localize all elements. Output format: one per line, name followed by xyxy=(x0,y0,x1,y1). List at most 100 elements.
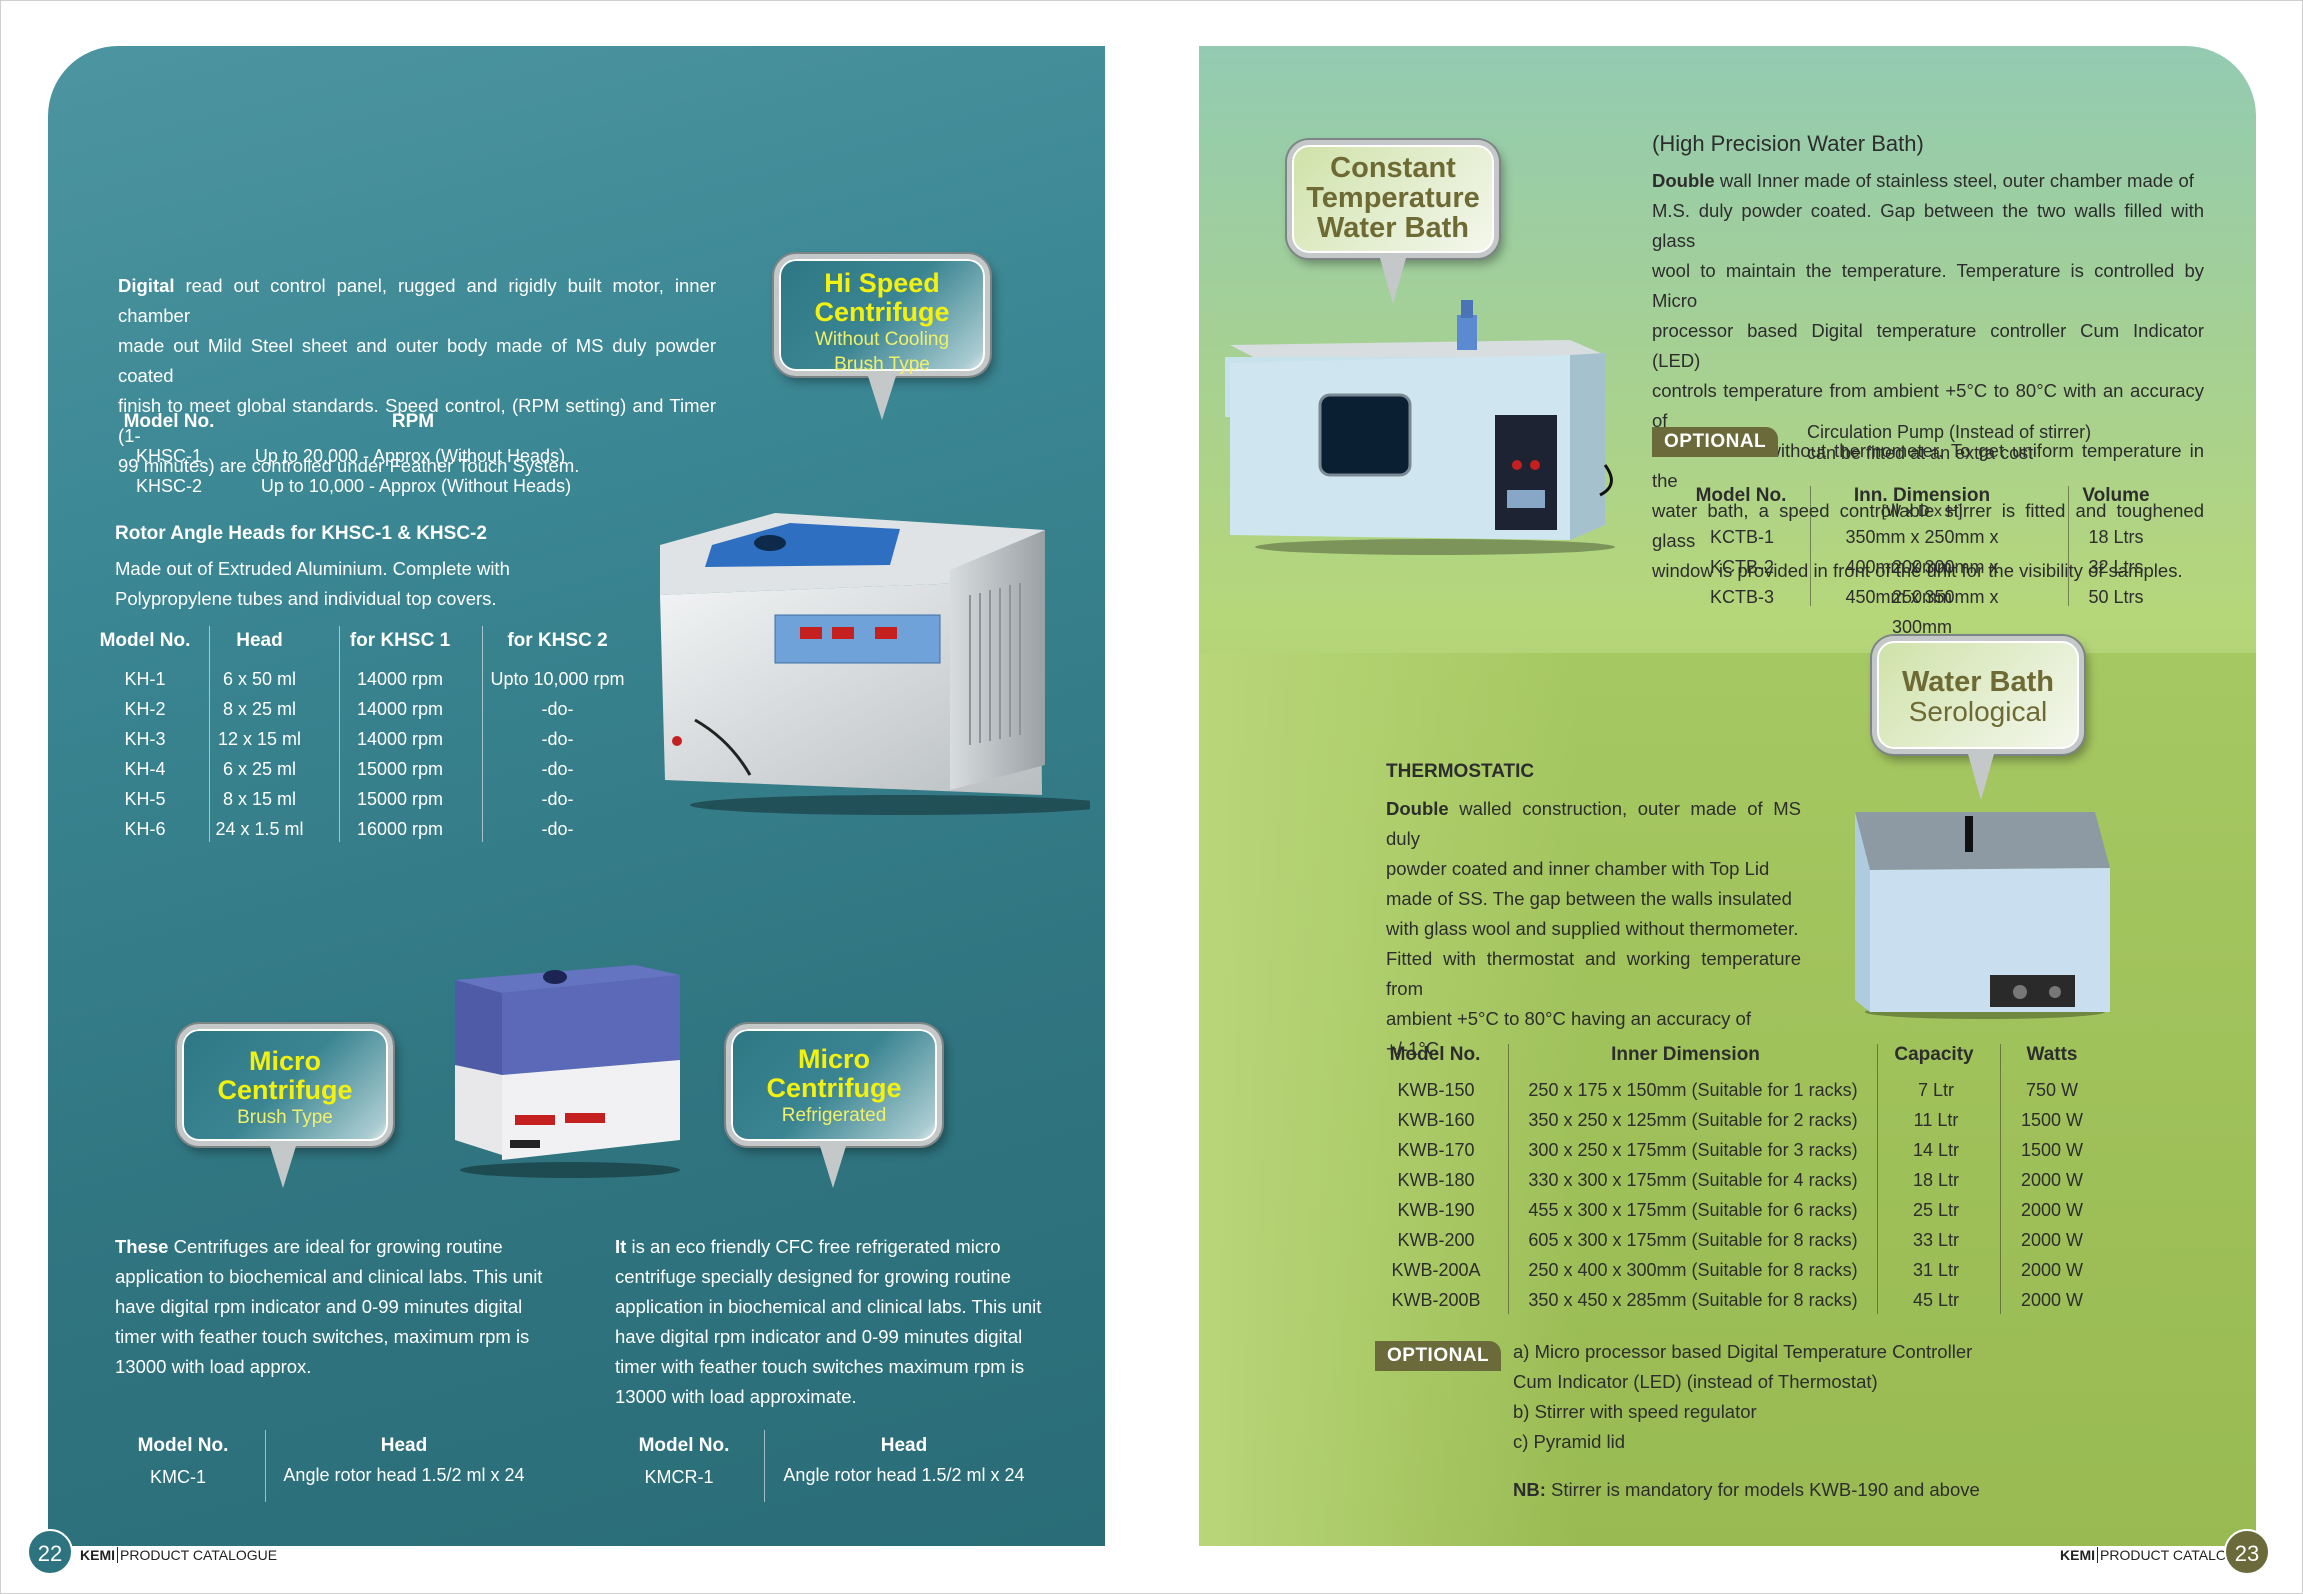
bubble-tail xyxy=(868,376,896,420)
table-header: Head xyxy=(880,1435,928,1456)
table-divider xyxy=(2068,486,2069,606)
desc-line: wool to maintain the temperature. Temper… xyxy=(1652,260,2204,311)
serological-description: Double walled construction, outer made o… xyxy=(1386,794,1801,1064)
hi-speed-description: Digital read out control panel, rugged a… xyxy=(118,271,716,481)
table-cell: Up to 10,000 - Approx (Without Heads) xyxy=(260,476,572,496)
hi-speed-centrifuge-bubble: Hi Speed Centrifuge Without Cooling Brus… xyxy=(774,254,990,376)
table-cell: KWB-200A xyxy=(1391,1260,1481,1280)
desc-line: made out Mild Steel sheet and outer body… xyxy=(118,335,716,386)
optional-line: Cum Indicator (LED) (instead of Thermost… xyxy=(1513,1371,1878,1392)
table-cell: KWB-180 xyxy=(1397,1170,1475,1190)
nb-note: NB: Stirrer is mandatory for models KWB-… xyxy=(1513,1475,1980,1505)
desc-line: 99 minutes) are controlled under Feather… xyxy=(118,455,580,476)
table-cell: 2000 W xyxy=(2020,1170,2084,1190)
bubble-subtitle: Brush Type xyxy=(834,354,930,375)
table-cell: KMC-1 xyxy=(149,1467,206,1487)
table-cell: 25 Ltr xyxy=(1912,1200,1960,1220)
bubble-subtitle: Refrigerated xyxy=(781,1105,887,1126)
bubble-title: Water Bath xyxy=(1317,212,1469,244)
desc-line: is an eco friendly CFC free refrigerated… xyxy=(631,1236,1001,1257)
table-cell: 2000 W xyxy=(2020,1290,2084,1310)
desc-line: timer with feather touch switches maximu… xyxy=(615,1356,1025,1377)
table-cell: KWB-170 xyxy=(1397,1140,1475,1160)
table-cell: 11 Ltr xyxy=(1913,1110,1959,1130)
table-cell: KHSC-1 xyxy=(135,446,202,466)
bubble-subtitle: Serological xyxy=(1908,696,2048,727)
table-cell: 16000 rpm xyxy=(356,819,444,839)
table-cell: 7 Ltr xyxy=(1917,1080,1955,1100)
nb-label: NB: xyxy=(1513,1479,1546,1500)
table-cell: KHSC-2 xyxy=(135,476,202,496)
optional-line: b) Stirrer with speed regulator xyxy=(1513,1401,1757,1422)
centrifuge-illustration xyxy=(660,513,1110,815)
desc-line: 13000 with load approximate. xyxy=(615,1386,857,1407)
water-bath-serological-bubble: Water Bath Serological xyxy=(1872,636,2084,754)
desc-line: timer with feather touch switches, maxim… xyxy=(115,1326,530,1347)
desc-line: centrifuge specially designed for growin… xyxy=(615,1266,1011,1287)
table-cell: 45 Ltr xyxy=(1912,1290,1960,1310)
desc-line: application to biochemical and clinical … xyxy=(115,1266,543,1287)
serological-water-bath-image xyxy=(1845,800,2115,1020)
table-cell: 14 Ltr xyxy=(1912,1140,1960,1160)
table-cell: KWB-200B xyxy=(1391,1290,1481,1310)
table-cell: -do- xyxy=(541,759,574,779)
table-cell: 50 Ltrs xyxy=(2088,587,2144,607)
desc-line: finish to meet global standards. Speed c… xyxy=(118,395,716,446)
micro-refrigerated-description: It is an eco friendly CFC free refrigera… xyxy=(615,1232,1047,1412)
table-cell: 605 x 300 x 175mm (Suitable for 8 racks) xyxy=(1528,1230,1858,1250)
table-cell: KH-6 xyxy=(124,819,166,839)
right-lower-highlight xyxy=(1199,653,1579,1546)
rotor-table: Model No. Head for KHSC 1 for KHSC 2 xyxy=(95,626,635,842)
desc-line: walled construction, outer made of MS du… xyxy=(1386,798,1802,849)
table-cell: 32 Ltrs xyxy=(2088,557,2144,577)
table-cell: 2000 W xyxy=(2020,1260,2084,1280)
optional-tag: OPTIONAL xyxy=(1652,427,1779,457)
ctwb-subtitle: (High Precision Water Bath) xyxy=(1652,131,1924,156)
rotor-description: Made out of Extruded Aluminium. Complete… xyxy=(115,554,575,614)
desc-line: controls temperature from ambient +5°C t… xyxy=(1652,380,2204,431)
desc-line: with glass wool and supplied without the… xyxy=(1386,918,1799,939)
desc-line: M.S. duly powder coated. Gap between the… xyxy=(1652,200,2204,251)
table-cell: 8 x 15 ml xyxy=(222,789,297,809)
bubble-tail xyxy=(270,1146,296,1188)
table-cell: KH-5 xyxy=(124,789,166,809)
constant-temperature-water-bath-image xyxy=(1225,295,1620,560)
table-divider xyxy=(482,626,483,842)
table-header: Model No. xyxy=(1695,485,1787,506)
bubble-tail xyxy=(1968,754,1994,800)
table-divider xyxy=(1508,1044,1509,1314)
desc-line: +/-0.5°C and without thermometer. To get… xyxy=(1652,440,2204,491)
desc-line: Polypropylene tubes and individual top c… xyxy=(115,588,497,609)
micro-centrifuge-illustration xyxy=(455,965,680,1178)
table-cell: KCTB-2 xyxy=(1709,557,1774,577)
bubble-tail xyxy=(1380,258,1406,304)
table-cell: 350 x 250 x 125mm (Suitable for 2 racks) xyxy=(1528,1110,1858,1130)
optional-tag: OPTIONAL xyxy=(1375,1341,1502,1371)
table-cell: 14000 rpm xyxy=(356,729,444,749)
rotor-heads-title: Rotor Angle Heads for KHSC-1 & KHSC-2 xyxy=(115,523,487,544)
table-cell: 2000 W xyxy=(2020,1200,2084,1220)
serological-bath-illustration xyxy=(1855,812,2110,1019)
desc-line: powder coated and inner chamber with Top… xyxy=(1386,858,1770,879)
table-cell: Upto 10,000 rpm xyxy=(490,669,625,689)
desc-line: Centrifuges are ideal for growing routin… xyxy=(173,1236,503,1257)
micro-centrifuge-brush-bubble: Micro Centrifuge Brush Type xyxy=(177,1024,393,1146)
bubble-subtitle: Without Cooling xyxy=(814,329,950,350)
table-cell: -do- xyxy=(541,699,574,719)
table-cell: 750 W xyxy=(2025,1080,2079,1100)
table-divider xyxy=(339,626,340,842)
table-cell: KCTB-3 xyxy=(1709,587,1774,607)
table-cell: -do- xyxy=(541,729,574,749)
table-cell: 330 x 300 x 175mm (Suitable for 4 racks) xyxy=(1528,1170,1858,1190)
footer-text: PRODUCT CATALOGUE xyxy=(117,1547,278,1563)
desc-line: water bath, a speed controllable stirrer… xyxy=(1652,500,2204,551)
desc-line: read out control panel, rugged and rigid… xyxy=(118,275,716,326)
desc-line: made of SS. The gap between the walls in… xyxy=(1386,888,1792,909)
bubble-title: Centrifuge xyxy=(217,1075,353,1105)
dimension-sub: [W x D x H] xyxy=(1881,503,1963,520)
desc-line: 13000 with load approx. xyxy=(115,1356,312,1377)
table-header: Capacity xyxy=(1894,1044,1974,1065)
table-cell: 15000 rpm xyxy=(356,789,444,809)
desc-line: have digital rpm indicator and 0-99 minu… xyxy=(115,1296,523,1317)
